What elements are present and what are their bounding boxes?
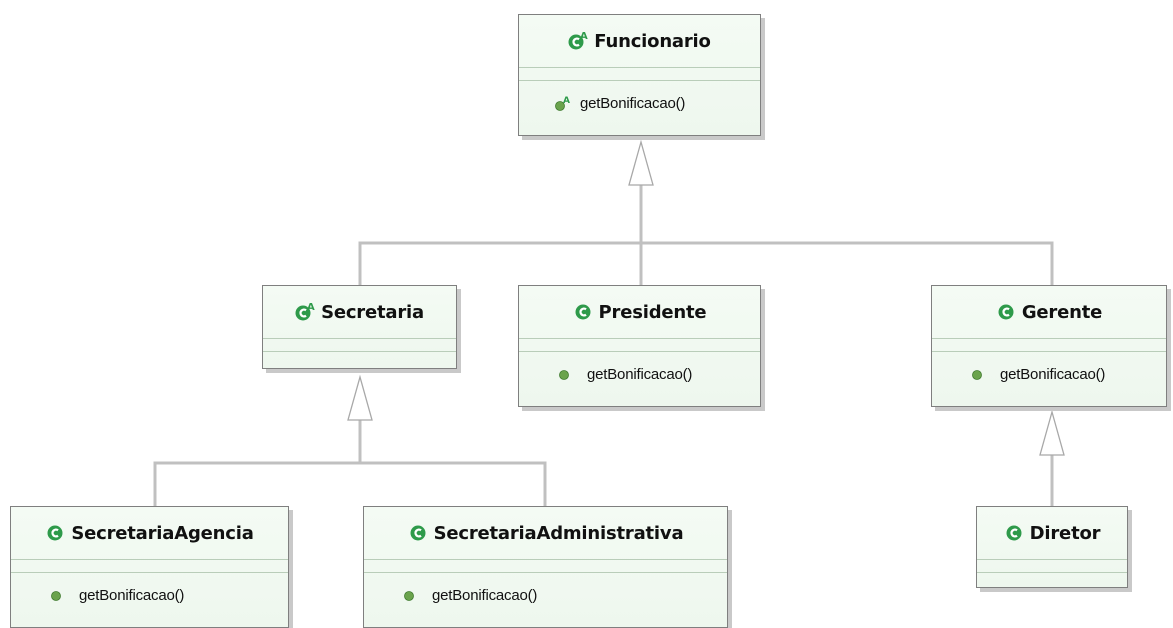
operations-compartment: [977, 573, 1127, 585]
attributes-compartment: [519, 68, 760, 81]
class-icon: [573, 302, 595, 322]
class-icon: [45, 523, 67, 543]
attributes-compartment: [11, 560, 288, 573]
operations-compartment: getBonificacao(): [11, 573, 288, 618]
operation-row[interactable]: getBonificacao(): [932, 366, 1105, 383]
generalization-arrow-funcionario: [628, 139, 654, 186]
edge-funcionario-hierarchy: [358, 185, 1054, 287]
class-box-funcionario[interactable]: A Funcionario A getBonificacao(): [518, 14, 761, 136]
class-name: Diretor: [1029, 522, 1101, 544]
operations-compartment: getBonificacao(): [932, 352, 1166, 397]
public-method-icon: [398, 588, 420, 604]
operations-compartment: getBonificacao(): [364, 573, 727, 618]
operation-name: getBonificacao(): [580, 95, 686, 112]
svg-text:A: A: [580, 31, 588, 42]
operation-name: getBonificacao(): [587, 366, 693, 383]
operations-compartment: getBonificacao(): [519, 352, 760, 397]
class-icon: [1004, 523, 1026, 543]
operation-row[interactable]: getBonificacao(): [519, 366, 692, 383]
class-box-secretaria[interactable]: A Secretaria: [262, 285, 457, 369]
class-name: Secretaria: [321, 301, 424, 323]
attributes-compartment: [519, 339, 760, 352]
public-method-icon: [966, 367, 988, 383]
class-header: A Funcionario: [519, 15, 760, 68]
public-method-icon: [553, 367, 575, 383]
operations-compartment: A getBonificacao(): [519, 81, 760, 126]
abstract-class-icon: A: [295, 302, 317, 322]
operations-compartment: [263, 352, 456, 364]
attributes-compartment: [263, 339, 456, 352]
class-name: SecretariaAdministrativa: [433, 522, 684, 544]
class-header: SecretariaAgencia: [11, 507, 288, 560]
class-icon: [996, 302, 1018, 322]
operation-row[interactable]: getBonificacao(): [364, 587, 537, 604]
attributes-compartment: [932, 339, 1166, 352]
abstract-class-icon: A: [568, 31, 590, 51]
generalization-arrow-secretaria: [347, 374, 373, 421]
class-box-secretaria-administrativa[interactable]: SecretariaAdministrativa getBonificacao(…: [363, 506, 728, 628]
operation-name: getBonificacao(): [432, 587, 538, 604]
attributes-compartment: [364, 560, 727, 573]
class-name: SecretariaAgencia: [71, 522, 254, 544]
svg-text:A: A: [307, 302, 315, 313]
generalization-arrow-gerente: [1039, 409, 1065, 456]
class-name: Presidente: [598, 301, 707, 323]
operation-row[interactable]: A getBonificacao(): [519, 95, 685, 112]
operation-row[interactable]: getBonificacao(): [11, 587, 184, 604]
class-box-diretor[interactable]: Diretor: [976, 506, 1128, 588]
class-box-secretaria-agencia[interactable]: SecretariaAgencia getBonificacao(): [10, 506, 289, 628]
class-header: SecretariaAdministrativa: [364, 507, 727, 560]
class-header: Gerente: [932, 286, 1166, 339]
operation-name: getBonificacao(): [1000, 366, 1106, 383]
class-header: Diretor: [977, 507, 1127, 560]
class-icon: [408, 523, 430, 543]
attributes-compartment: [977, 560, 1127, 573]
class-name: Funcionario: [594, 30, 711, 52]
class-name: Gerente: [1021, 301, 1103, 323]
class-header: A Secretaria: [263, 286, 456, 339]
class-box-presidente[interactable]: Presidente getBonificacao(): [518, 285, 761, 407]
edge-secretaria-hierarchy: [153, 420, 547, 508]
class-header: Presidente: [519, 286, 760, 339]
abstract-method-icon: A: [553, 96, 575, 112]
class-box-gerente[interactable]: Gerente getBonificacao(): [931, 285, 1167, 407]
public-method-icon: [45, 588, 67, 604]
generalization-edges: [153, 139, 1065, 508]
operation-name: getBonificacao(): [79, 587, 185, 604]
svg-text:A: A: [563, 96, 570, 106]
